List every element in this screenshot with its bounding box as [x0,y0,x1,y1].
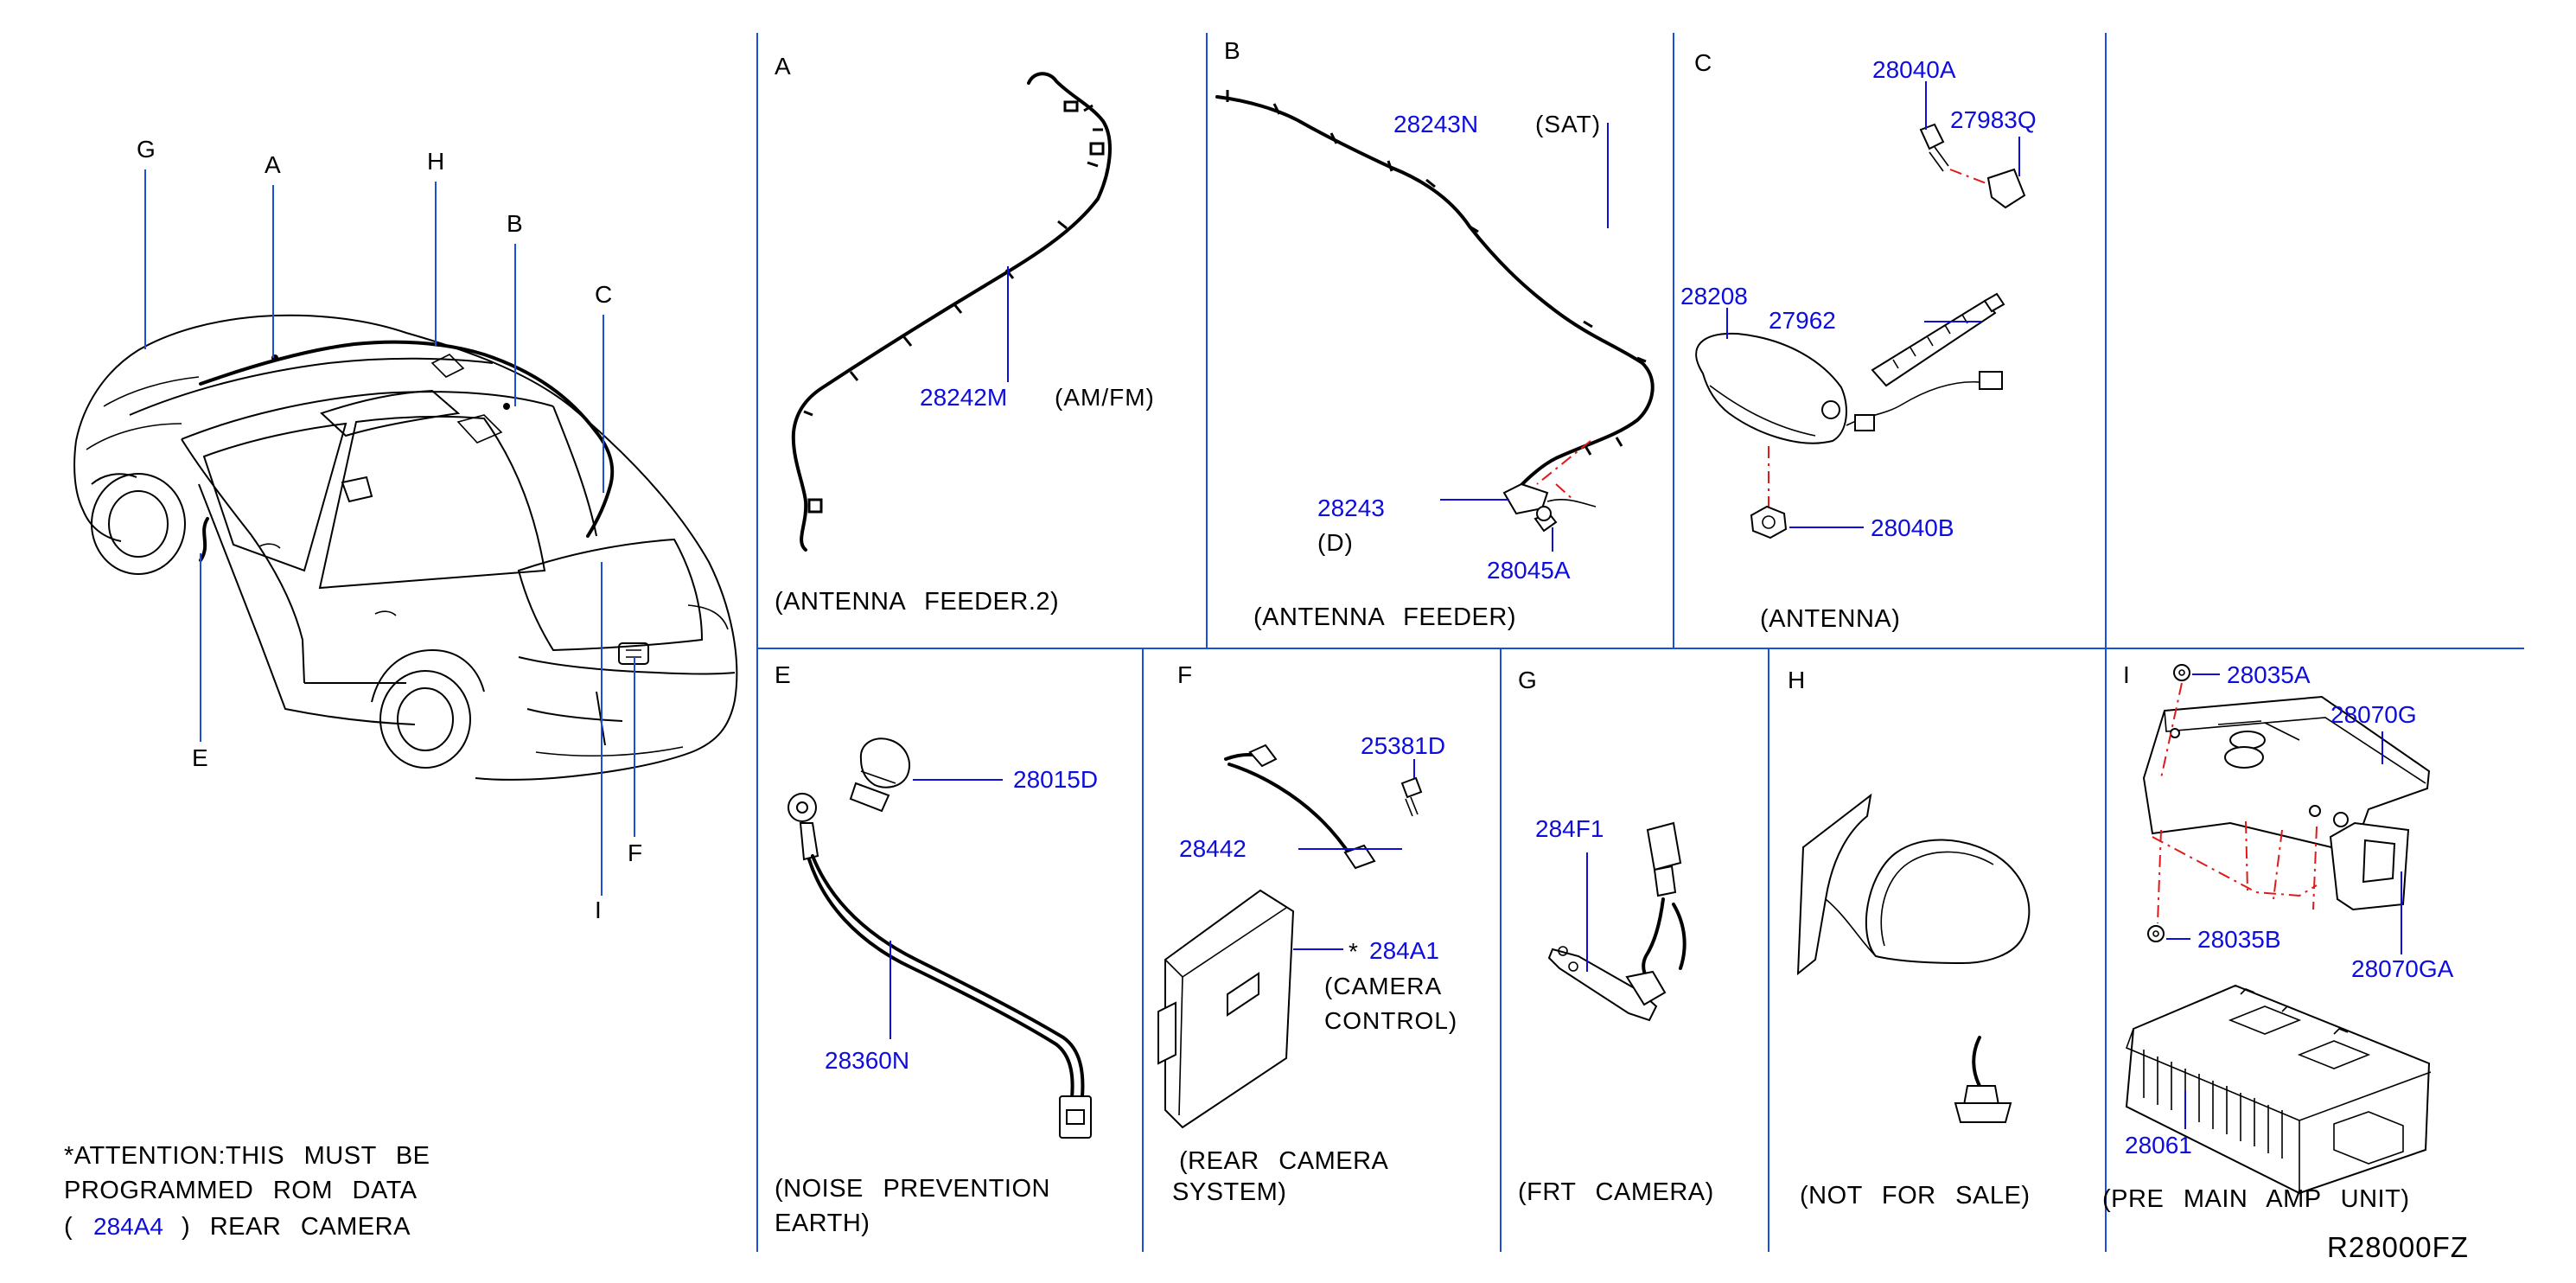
panel-a-letter: A [775,53,792,80]
panel-c-caption: (ANTENNA) [1760,605,1900,633]
callout-e: E [192,744,209,771]
panel-b: B 28243N (SAT) 28243 (D) 28045A (ANTENNA… [1215,37,1655,631]
part-28442: 28442 [1179,835,1247,862]
panel-i-letter: I [2123,661,2131,688]
attention-line-3-open: ( [64,1213,73,1241]
panel-f: F 28442 25381D * 284A1 (CAMERA CONTROL) … [1157,661,1457,1206]
part-28243n: 28243N [1393,111,1478,137]
panel-e-caption-2: EARTH) [775,1210,870,1237]
part-284a1-note-1: (CAMERA [1324,973,1442,999]
part-28061: 28061 [2125,1132,2192,1159]
harness-clips-a [803,100,1105,514]
harness-clips-b [1226,90,1647,456]
panel-g: G 284F1 (FRT CAMERA) [1518,667,1714,1206]
part-28243n-note: (SAT) [1535,111,1601,137]
panel-e-letter: E [775,661,792,688]
panel-e-caption-1: (NOISE PREVENTION [775,1175,1050,1203]
panel-c: C 28040A 27983Q 28208 27962 28040B (ANTE… [1680,49,2037,633]
callout-f: F [628,839,643,866]
callout-b: B [507,210,524,237]
part-28040b: 28040B [1871,514,1954,541]
attention-line-2: PROGRAMMED ROM DATA [64,1177,418,1204]
part-284a1-note-2: CONTROL) [1324,1007,1457,1034]
part-284a1: 284A1 [1369,937,1439,964]
callout-i: I [595,897,603,923]
panel-e: E 28015D 28360N (NOISE PREVENTION EARTH) [775,661,1098,1237]
callout-h: H [427,148,445,175]
panel-f-caption-1: (REAR CAMERA [1179,1147,1389,1175]
panel-grid [756,33,2524,1252]
vehicle-overview: G A H B C E F I [73,136,738,923]
panel-h-caption: (NOT FOR SALE) [1800,1182,2031,1210]
part-28045a: 28045A [1487,557,1571,584]
part-28070g: 28070G [2331,701,2417,728]
panel-f-letter: F [1177,661,1193,688]
part-28242m: 28242M [920,384,1007,411]
attention-part-284a4: 284A4 [93,1213,163,1240]
panel-c-letter: C [1694,49,1712,76]
panel-a-caption: (ANTENNA FEEDER.2) [775,588,1059,616]
panel-b-caption: (ANTENNA FEEDER) [1253,603,1516,631]
callout-g: G [137,136,156,163]
part-28035b: 28035B [2197,926,2281,953]
part-25381d: 25381D [1361,732,1445,759]
part-28015d: 28015D [1013,766,1098,793]
attention-line-3-close: ) REAR CAMERA [182,1213,411,1241]
part-28243-note: (D) [1317,529,1354,556]
panel-a: A 28242M (AM/FM) (ANTENNA FEEDER.2) [775,53,1155,616]
panel-i: I 28035A 28070GA 28070G 28035B [2102,661,2454,1213]
part-27962: 27962 [1769,307,1836,334]
panel-g-letter: G [1518,667,1538,693]
callout-a: A [265,151,282,178]
part-28208: 28208 [1680,283,1748,310]
part-27983q: 27983Q [1950,106,2037,133]
part-28242m-note: (AM/FM) [1055,384,1155,411]
panel-g-caption: (FRT CAMERA) [1518,1178,1714,1206]
panel-i-caption: (PRE MAIN AMP UNIT) [2102,1185,2410,1213]
panel-h: H (NOT FOR SALE) [1788,667,2031,1210]
part-28243: 28243 [1317,495,1385,521]
panel-h-letter: H [1788,667,1806,693]
callout-leaders [144,169,635,896]
panel-b-letter: B [1224,37,1241,64]
part-284a1-star: * [1349,938,1359,965]
part-28070ga: 28070GA [2351,955,2454,982]
vehicle-body [73,314,738,781]
attention-note: *ATTENTION:THIS MUST BE PROGRAMMED ROM D… [64,1142,430,1241]
attention-line-1: *ATTENTION:THIS MUST BE [64,1142,430,1170]
part-28360n: 28360N [825,1047,909,1074]
callout-c: C [595,281,613,308]
part-28040a: 28040A [1872,56,1956,83]
panel-f-caption-2: SYSTEM) [1172,1178,1286,1206]
part-28035a: 28035A [2227,661,2311,688]
part-284f1: 284F1 [1535,815,1604,842]
drawing-code: R28000FZ [2327,1231,2469,1263]
